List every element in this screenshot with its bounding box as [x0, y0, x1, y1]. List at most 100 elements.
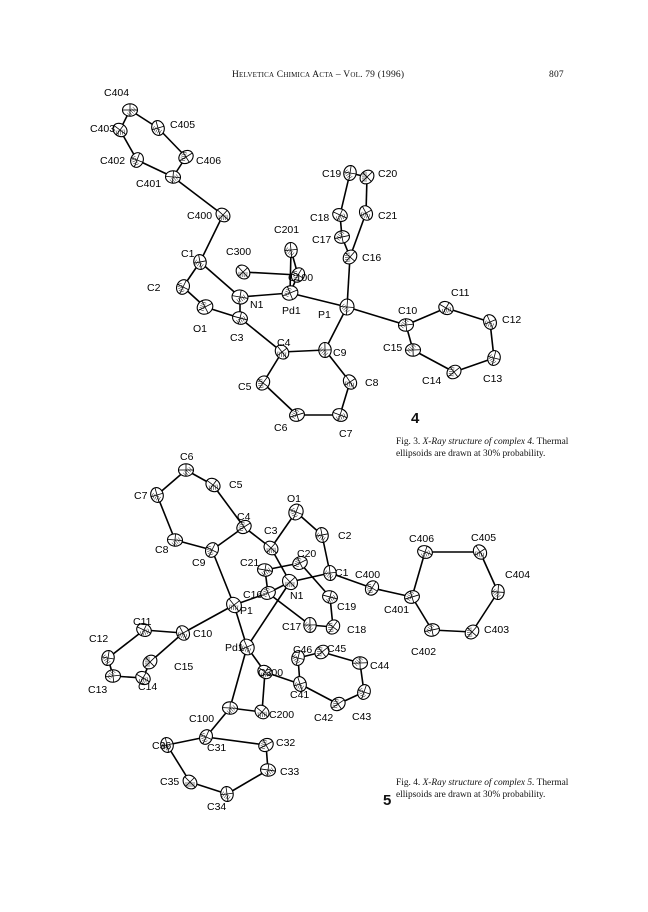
atom-label-C35: C35	[160, 776, 179, 788]
atom-label-Pd1: Pd1	[225, 642, 244, 654]
caption-body: Thermal ellipsoids are drawn at 30% prob…	[396, 778, 569, 800]
bond-P1-C10	[346, 306, 407, 326]
atom-label-C401: C401	[136, 178, 161, 190]
atom-C20	[359, 169, 375, 185]
atom-label-C5: C5	[238, 381, 252, 393]
atom-label-C406: C406	[409, 533, 434, 545]
atom-label-C2: C2	[338, 530, 352, 542]
atom-label-C9: C9	[192, 557, 206, 569]
atom-C19	[343, 164, 357, 182]
atom-label-C18: C18	[310, 212, 329, 224]
atom-label-C31: C31	[207, 742, 226, 754]
bond-C11-C12	[107, 629, 145, 659]
atom-O1	[196, 299, 214, 315]
bond-Pd1-C100	[229, 646, 248, 709]
atom-label-C11: C11	[133, 616, 152, 628]
atom-C16	[260, 586, 276, 600]
atom-label-C2: C2	[147, 282, 161, 294]
atom-label-C300: C300	[258, 667, 283, 679]
atom-C9	[204, 542, 220, 558]
atom-C404	[491, 583, 505, 601]
atom-label-C1: C1	[181, 248, 195, 260]
atom-label-C20: C20	[297, 548, 316, 560]
atom-C32	[258, 737, 274, 753]
atom-label-C403: C403	[484, 624, 509, 636]
atom-label-C406: C406	[196, 155, 221, 167]
atom-label-C46: C46	[293, 644, 312, 656]
atom-C300	[257, 664, 273, 680]
atom-Pd1	[239, 638, 255, 656]
atom-C10	[397, 318, 415, 332]
atom-label-Pd1: Pd1	[282, 305, 301, 317]
atom-C42	[330, 696, 346, 712]
atom-label-C45: C45	[327, 643, 346, 655]
atom-label-C8: C8	[365, 377, 379, 389]
atom-label-C201: C201	[274, 224, 299, 236]
compound-number-4: 4	[411, 410, 420, 427]
atom-label-C33: C33	[280, 766, 299, 778]
atom-label-C36: C36	[152, 740, 171, 752]
atom-C6	[289, 408, 305, 422]
bond-Pd1-P1	[289, 292, 348, 308]
atom-label-C405: C405	[170, 119, 195, 131]
atom-label-C12: C12	[502, 314, 521, 326]
atom-label-C42: C42	[314, 712, 333, 724]
figure-3-caption: Fig. 3. X-Ray structure of complex 4. Th…	[396, 437, 586, 460]
atom-C4	[236, 519, 252, 535]
atom-label-C8: C8	[155, 544, 169, 556]
atom-C6	[177, 463, 195, 477]
atom-label-C403: C403	[90, 123, 115, 135]
atom-label-C3: C3	[264, 525, 278, 537]
atom-C46	[291, 650, 305, 666]
atom-label-C19: C19	[337, 601, 356, 613]
atom-label-C32: C32	[276, 737, 295, 749]
atom-label-C18: C18	[347, 624, 366, 636]
atom-label-C100: C100	[189, 713, 214, 725]
atom-C21	[358, 205, 374, 221]
bond-C3-C4	[239, 317, 283, 353]
atom-C44	[351, 656, 369, 670]
atom-P1	[339, 298, 355, 316]
atom-label-C17: C17	[312, 234, 331, 246]
atom-label-N1: N1	[290, 590, 304, 602]
atom-C201	[284, 241, 298, 259]
atom-C17	[303, 616, 317, 634]
atom-label-P1: P1	[240, 605, 253, 617]
atom-label-C405: C405	[471, 532, 496, 544]
atom-C13	[487, 350, 501, 366]
atom-C402	[130, 152, 144, 168]
bond-Pd1-N1	[246, 581, 291, 648]
atom-label-C12: C12	[89, 633, 108, 645]
bond-C400-C1	[199, 214, 224, 263]
caption-title: X-Ray structure of complex 5.	[422, 778, 535, 788]
bond-C33-C34	[226, 769, 269, 795]
atom-C19	[322, 590, 338, 604]
atom-C5	[205, 477, 221, 493]
atom-label-C9: C9	[333, 347, 347, 359]
atom-C402	[424, 623, 440, 637]
atom-C8	[166, 533, 184, 547]
atom-C18	[332, 207, 348, 223]
atom-label-C16: C16	[243, 589, 262, 601]
bond-C401-C406	[411, 551, 426, 598]
atom-label-P1: P1	[318, 309, 331, 321]
atom-C400	[215, 207, 231, 223]
atom-C401	[404, 590, 420, 604]
atom-C3	[232, 311, 248, 325]
atom-C8	[342, 374, 358, 390]
atom-C16	[342, 249, 358, 265]
atom-O1	[288, 503, 304, 521]
atom-label-C21: C21	[240, 557, 259, 569]
atom-label-C11: C11	[451, 287, 470, 299]
bond-C17-C16	[267, 592, 311, 626]
atom-C7	[150, 487, 164, 503]
atom-C33	[259, 763, 277, 777]
atom-Pd1	[281, 285, 299, 301]
atom-label-C404: C404	[104, 87, 129, 99]
atom-C15	[404, 343, 422, 357]
page-number: 807	[549, 70, 564, 80]
atom-C200	[254, 704, 270, 720]
atom-label-C300: C300	[226, 246, 251, 258]
atom-label-C34: C34	[207, 801, 226, 813]
